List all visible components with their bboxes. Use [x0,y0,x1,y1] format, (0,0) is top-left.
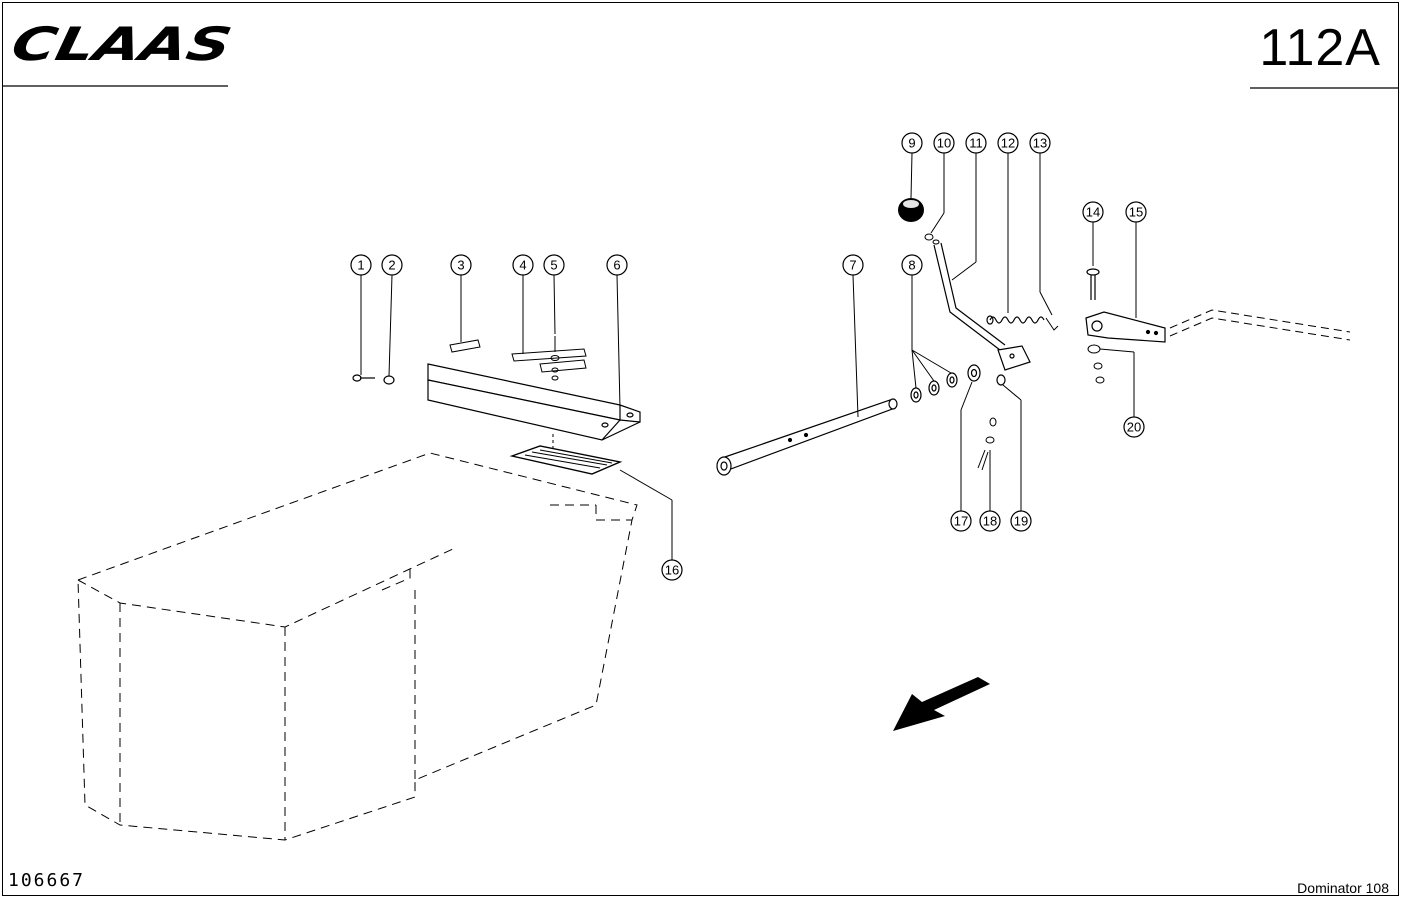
drawing-number: 106667 [8,870,86,891]
part-20-nut [1087,344,1105,384]
callout-label: 13 [1033,136,1047,151]
callout-7: 7 [842,254,864,276]
part-6-bracket [427,363,641,441]
part-14-bolt [1086,268,1100,300]
callout-label: 4 [519,258,526,273]
callout-label: 19 [1014,514,1028,529]
callout-10: 10 [933,132,955,154]
part-10-nut [924,233,940,245]
page-number: 112A [1259,19,1381,77]
callout-2: 2 [381,254,403,276]
callout-label: 5 [550,258,557,273]
callout-1: 1 [350,254,372,276]
callout-label: 7 [849,258,856,273]
part-17-bushing [967,364,981,382]
callout-12: 12 [997,132,1019,154]
part-2-washer [383,375,395,385]
callout-15: 15 [1125,201,1147,223]
callout-4: 4 [512,254,534,276]
part-7-shaft [716,398,898,476]
rod-continuation-dashed [1169,309,1351,341]
part-5-screw [550,336,560,381]
callout-group: 1 2 3 4 5 6 7 8 9 10 11 12 13 14 15 16 1… [350,132,1147,581]
part-13-pin [1045,317,1059,331]
direction-arrow [893,677,990,731]
callout-label: 6 [613,258,620,273]
callout-label: 20 [1127,420,1141,435]
model-name: Dominator 108 [1297,880,1389,896]
part-9-knob [898,198,924,222]
part-4-plate-lower [539,359,587,373]
part-18-bolt [977,417,997,471]
callout-label: 16 [665,563,679,578]
grain-tank-outline [77,452,638,841]
callout-19: 19 [1010,510,1032,532]
part-3-plate [449,339,481,353]
callout-label: 2 [388,258,395,273]
callout-label: 10 [937,136,951,151]
callout-label: 1 [357,258,364,273]
callout-label: 14 [1086,205,1100,220]
part-8-washers [910,372,958,403]
part-16-grid-plate [509,434,623,475]
callout-label: 15 [1129,205,1143,220]
part-19-nut [996,374,1006,386]
callout-label: 3 [457,258,464,273]
brand-logo-text: CLAAS [7,17,236,70]
callout-17: 17 [950,510,972,532]
callout-18: 18 [979,510,1001,532]
part-1-bolt [352,374,375,382]
part-15-link-plate [1085,311,1166,343]
leader-lines [360,152,1137,560]
callout-20: 20 [1123,416,1145,438]
claas-logo: CLAAS [7,17,236,70]
callout-16: 16 [661,559,683,581]
callout-label: 18 [983,514,997,529]
callout-8: 8 [901,254,923,276]
callout-label: 9 [908,136,915,151]
callout-3: 3 [450,254,472,276]
callout-14: 14 [1082,201,1104,223]
callout-label: 8 [908,258,915,273]
callout-5: 5 [543,254,565,276]
part-12-spring [986,315,1045,325]
part-4-plate [511,348,587,362]
callout-13: 13 [1029,132,1051,154]
part-11-lever [933,242,1031,371]
callout-label: 12 [1001,136,1015,151]
callout-11: 11 [965,132,987,154]
callout-9: 9 [901,132,923,154]
callout-label: 11 [969,136,983,151]
callout-6: 6 [606,254,628,276]
callout-label: 17 [954,514,968,529]
